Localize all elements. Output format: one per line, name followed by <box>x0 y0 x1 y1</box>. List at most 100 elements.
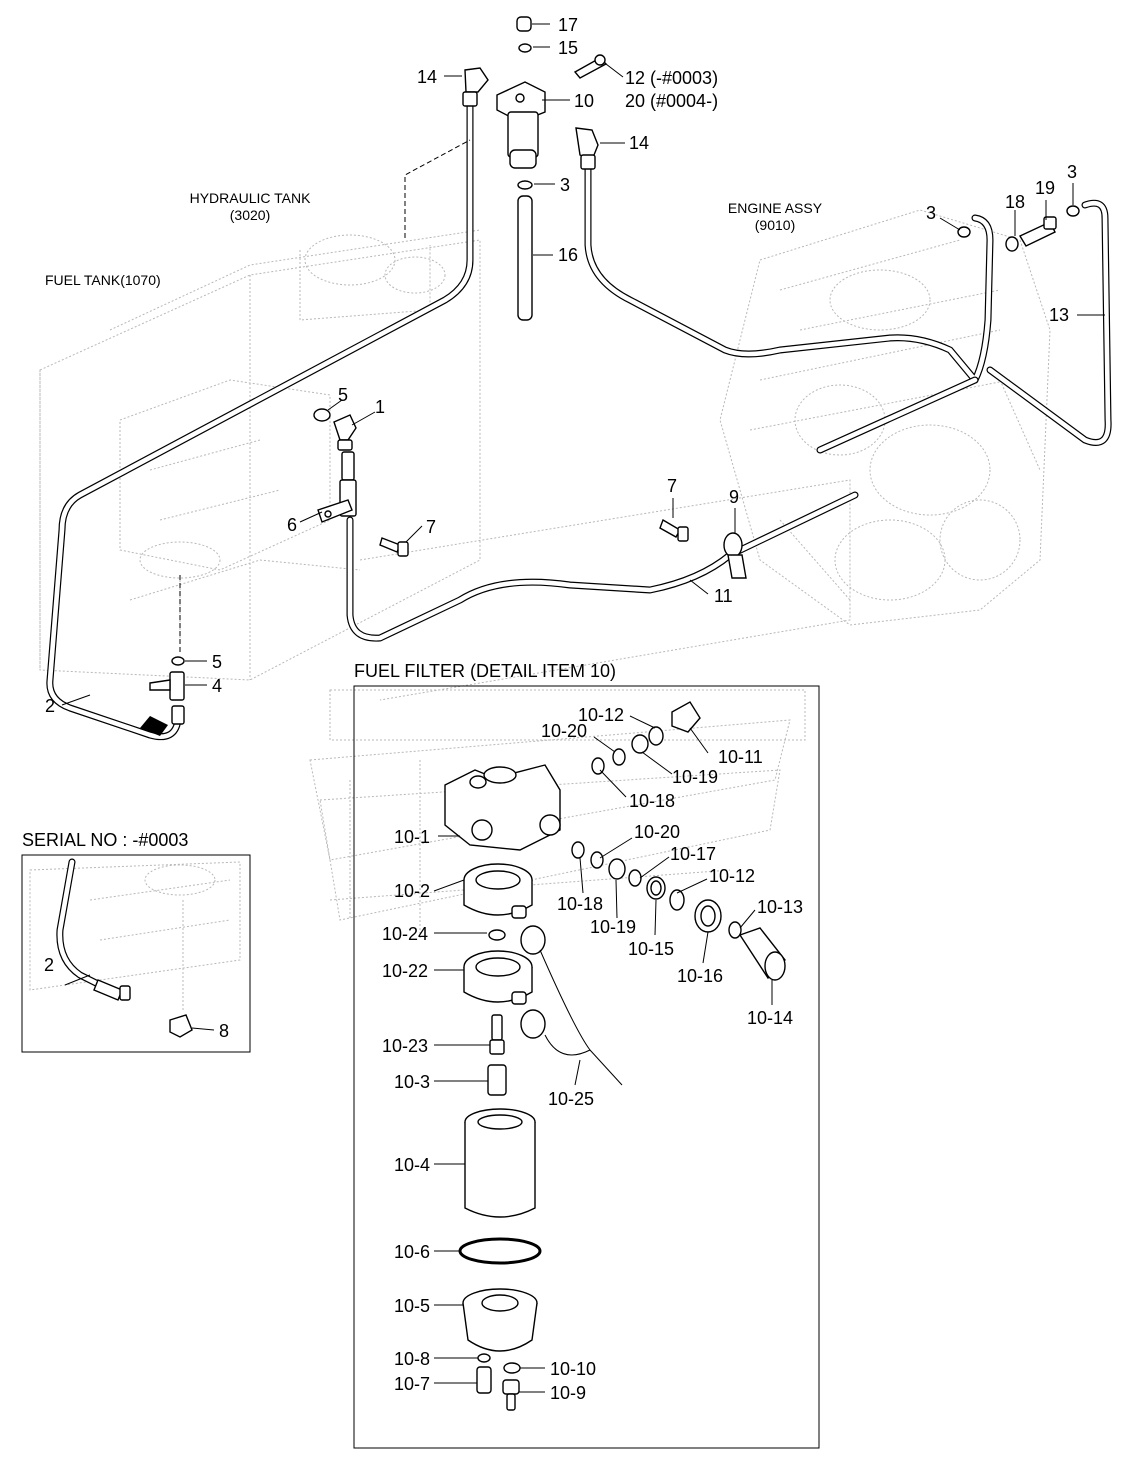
callout-10-22: 10-22 <box>382 961 428 981</box>
filter-cartridge-10-4 <box>464 1108 536 1218</box>
callout-10-10: 10-10 <box>550 1359 596 1379</box>
callout-10-4: 10-4 <box>394 1155 430 1175</box>
disc-10-18a <box>591 757 605 775</box>
drain-plug-10-7 <box>476 1366 492 1394</box>
callout-10-1: 10-1 <box>394 827 430 847</box>
callout-10-9: 10-9 <box>550 1383 586 1403</box>
callout-7-left: 7 <box>426 517 436 537</box>
callout-14-top: 14 <box>417 67 437 87</box>
elbow-1 <box>333 414 357 451</box>
callout-10-14: 10-14 <box>747 1008 793 1028</box>
bolt-7a <box>379 537 409 557</box>
callout-19: 19 <box>1035 178 1055 198</box>
callout-5-top: 5 <box>338 385 348 405</box>
adapter-6 <box>317 451 357 523</box>
callout-11: 11 <box>714 586 733 606</box>
oring-10-6 <box>458 1237 542 1265</box>
washer-15 <box>518 43 532 53</box>
hydraulic-tank-label: HYDRAULIC TANK <box>190 190 312 206</box>
filter-head-10-1 <box>444 764 561 851</box>
oring-10-8 <box>477 1353 491 1363</box>
plug-17 <box>516 16 532 32</box>
callout-10-5: 10-5 <box>394 1296 430 1316</box>
callout-10-7: 10-7 <box>394 1374 430 1394</box>
callout-10-2: 10-2 <box>394 881 430 901</box>
callout-20: 20 (#0004-) <box>625 91 718 111</box>
oring-10-17 <box>628 869 642 887</box>
callout-1: 1 <box>375 397 385 417</box>
serial-inset-ghost <box>29 861 241 1010</box>
disc-10-19b <box>608 858 626 880</box>
callout-10-23: 10-23 <box>382 1036 428 1056</box>
leader-lines <box>61 23 1105 706</box>
oring-5b <box>171 656 185 666</box>
oring-5a <box>313 408 331 422</box>
bolt-7b <box>659 518 689 542</box>
callout-9: 9 <box>729 487 739 507</box>
engine-assy-label: ENGINE ASSY <box>728 200 823 216</box>
callout-10-19-mid: 10-19 <box>590 917 636 937</box>
fitting-12 <box>573 54 608 79</box>
oring-3c <box>1066 205 1080 217</box>
callout-10-25: 10-25 <box>548 1089 594 1109</box>
callout-10-6: 10-6 <box>394 1242 430 1262</box>
callout-7-right: 7 <box>667 476 677 496</box>
oring-3b <box>957 226 971 238</box>
fuel-line-engine <box>584 161 994 454</box>
serial-fuel-line-2 <box>56 858 131 1001</box>
oring-10-18b <box>571 841 585 859</box>
callout-17: 17 <box>558 15 578 35</box>
filter-bowl-10-22 <box>463 950 533 1005</box>
heater-10-14 <box>738 927 786 981</box>
callout-3-filter: 3 <box>560 175 570 195</box>
callout-10-19-top: 10-19 <box>672 767 718 787</box>
oring-3a <box>517 180 533 190</box>
callout-10: 10 <box>574 91 594 111</box>
detail-frame <box>353 685 820 1449</box>
engine-assy-code: (9010) <box>755 217 795 233</box>
nut-10-15 <box>646 876 666 900</box>
tee-4 <box>149 671 185 725</box>
fuel-line-13 <box>986 199 1112 446</box>
oring-10-10 <box>503 1362 521 1374</box>
ghost-engine-outline <box>719 209 1051 626</box>
oring-10-13 <box>728 921 742 939</box>
callout-10-20-top: 10-20 <box>541 721 587 741</box>
fuel-filter-assy <box>496 81 546 169</box>
serial-elbow-8 <box>169 1014 193 1038</box>
sensor-10-25 <box>520 925 623 1086</box>
serial-leader-8 <box>191 1027 215 1031</box>
callout-3-right: 3 <box>1067 162 1077 182</box>
callout-3-engine: 3 <box>926 203 936 223</box>
elbow-14a <box>462 67 489 107</box>
callout-10-18-top: 10-18 <box>629 791 675 811</box>
callout-13: 13 <box>1049 305 1069 325</box>
callout-10-16: 10-16 <box>677 966 723 986</box>
oring-10-24 <box>488 929 506 941</box>
callout-2: 2 <box>45 696 55 716</box>
callout-18: 18 <box>1005 192 1025 212</box>
callout-10-24: 10-24 <box>382 924 428 944</box>
pipe-16 <box>517 195 533 321</box>
callout-15: 15 <box>558 38 578 58</box>
detail-title: FUEL FILTER (DETAIL ITEM 10) <box>354 661 616 681</box>
callout-10-8: 10-8 <box>394 1349 430 1369</box>
callout-12: 12 (-#0003) <box>625 68 718 88</box>
filter-bowl-10-2 <box>463 863 533 919</box>
callout-5-bottom: 5 <box>212 652 222 672</box>
ghost-tank-outline <box>39 229 481 681</box>
oring-10-20b <box>590 851 604 869</box>
callout-10-17: 10-17 <box>670 844 716 864</box>
washer-18 <box>1005 236 1019 252</box>
callout-16: 16 <box>558 245 578 265</box>
adapter-10-16 <box>694 899 722 933</box>
callout-10-3: 10-3 <box>394 1072 430 1092</box>
nipple-10-23 <box>489 1014 505 1055</box>
sensor-plug-10-9 <box>502 1379 520 1411</box>
callout-6: 6 <box>287 515 297 535</box>
callout-10-15: 10-15 <box>628 939 674 959</box>
serial-callout-8: 8 <box>219 1021 229 1041</box>
serial-frame <box>21 854 251 1053</box>
oring-10-12a <box>648 726 664 746</box>
